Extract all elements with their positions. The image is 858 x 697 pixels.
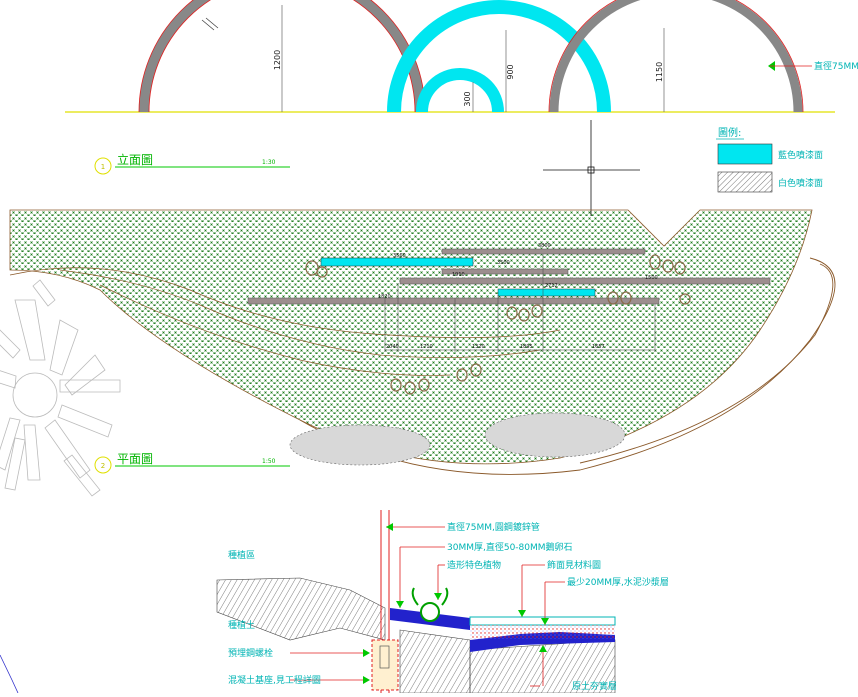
grass-area: [9, 209, 813, 465]
curve-line-3: [99, 284, 451, 376]
section-arrows: [363, 523, 549, 684]
legend-swatch-blue: [717, 143, 773, 165]
shrub-groups: [305, 254, 691, 395]
arc-tick: [201, 19, 215, 31]
elevation-number-circle: [94, 157, 112, 175]
section-label-mortar: 最少20MM厚,水泥沙漿層: [567, 576, 669, 588]
ucs-axis-icon: [0, 654, 19, 694]
svg-text:1657: 1657: [592, 344, 605, 350]
svg-text:1710: 1710: [420, 344, 433, 350]
mortar-layer: [470, 625, 615, 639]
section-label-finish: 飾面見材料圖: [547, 559, 601, 571]
legend: 圖例: 藍色噴漆面 白色噴漆面: [716, 126, 823, 193]
plan-bars: [247, 248, 771, 305]
pebble-strip-right: [484, 412, 626, 458]
section-label-steel-pipe: 直徑75MM,圓鋼鍍鋅管: [447, 521, 540, 533]
arc-right: [549, 0, 803, 113]
section-view: 種植區 種植土 預埋鋼螺栓 混凝土基座,見工程詳圖 直徑75MM,圓鋼鍍鋅管 3…: [216, 510, 669, 694]
elevation-scale: 1:30: [262, 159, 276, 166]
concrete-footing: [371, 639, 399, 691]
arc-right-outline: [548, 0, 804, 113]
section-label-planting-soil: 種植土: [228, 619, 255, 631]
dim-label-right: 1150: [655, 62, 664, 82]
svg-text:1320: 1320: [472, 344, 485, 350]
curve-line-1: [9, 267, 561, 338]
section-label-pebbles: 30MM厚,直徑50-80MM鵝卵石: [447, 541, 573, 553]
section-label-concrete-base: 混凝土基座,見工程詳圖: [228, 674, 321, 686]
svg-text:1500: 1500: [645, 275, 658, 281]
svg-text:2712: 2712: [545, 283, 558, 289]
elevation-title: 立面圖: [117, 152, 153, 167]
svg-text:3800: 3800: [538, 243, 551, 249]
radial-paving: [0, 279, 121, 497]
dim-label-medium: 900: [506, 64, 515, 79]
arc-small-cyan: [416, 68, 504, 113]
legend-title: 圖例:: [718, 126, 741, 139]
legend-swatch-white: [717, 171, 773, 193]
dim-label-large: 1200: [273, 50, 282, 70]
arc-medium-cyan: [387, 0, 611, 113]
curved-edge-outer2: [579, 263, 834, 464]
curve-line-2: [59, 269, 541, 358]
svg-text:1820: 1820: [378, 294, 391, 300]
dim-label-small: 300: [463, 91, 472, 106]
arc-large-left: [139, 0, 425, 113]
curved-edge-outer: [299, 257, 836, 475]
section-label-planting-zone: 種植區: [228, 549, 255, 561]
plan-scale: 1:50: [262, 458, 276, 465]
crosshair-cursor-icon: [543, 120, 640, 216]
legend-label-white: 白色噴漆面: [778, 177, 823, 189]
plan-view: 3800 3500 3560 1910 1820 2712 1500 2040 …: [0, 209, 836, 497]
svg-text:1910: 1910: [452, 272, 465, 278]
svg-text:3560: 3560: [393, 253, 406, 259]
plan-number-circle: [94, 456, 112, 474]
svg-text:3500: 3500: [497, 260, 510, 266]
section-label-feature-plant: 造形特色植物: [447, 559, 501, 571]
section-soil-right: [399, 629, 471, 694]
feature-plant-icon: [420, 602, 440, 622]
svg-text:1895: 1895: [520, 344, 533, 350]
svg-text:2040: 2040: [386, 344, 399, 350]
arc-large-left-inner: [148, 0, 416, 113]
plan-number: 2: [101, 462, 105, 470]
plan-bottom-dims: 2040 1710 1320 1895 1657: [386, 344, 605, 350]
arc-tick: [205, 17, 219, 29]
pebble-strip-left: [289, 424, 431, 466]
legend-label-blue: 藍色噴漆面: [778, 149, 823, 161]
plan-dim-lines: [384, 254, 656, 352]
section-leaders: [290, 526, 565, 687]
elevation-number: 1: [101, 163, 105, 171]
section-label-compacted-soil: 原土夯實層: [572, 680, 617, 692]
plan-title: 平面圖: [117, 452, 153, 466]
section-label-anchor-bolt: 預埋鋼螺栓: [228, 647, 273, 659]
pipe-callout-label: 直徑75MM: [814, 60, 858, 72]
plan-bar-labels: 3800 3500 3560 1910 1820 2712 1500: [378, 243, 658, 300]
elevation-view: 1200 900 300 1150 直徑75MM 1 立面圖 1:30: [65, 0, 858, 175]
